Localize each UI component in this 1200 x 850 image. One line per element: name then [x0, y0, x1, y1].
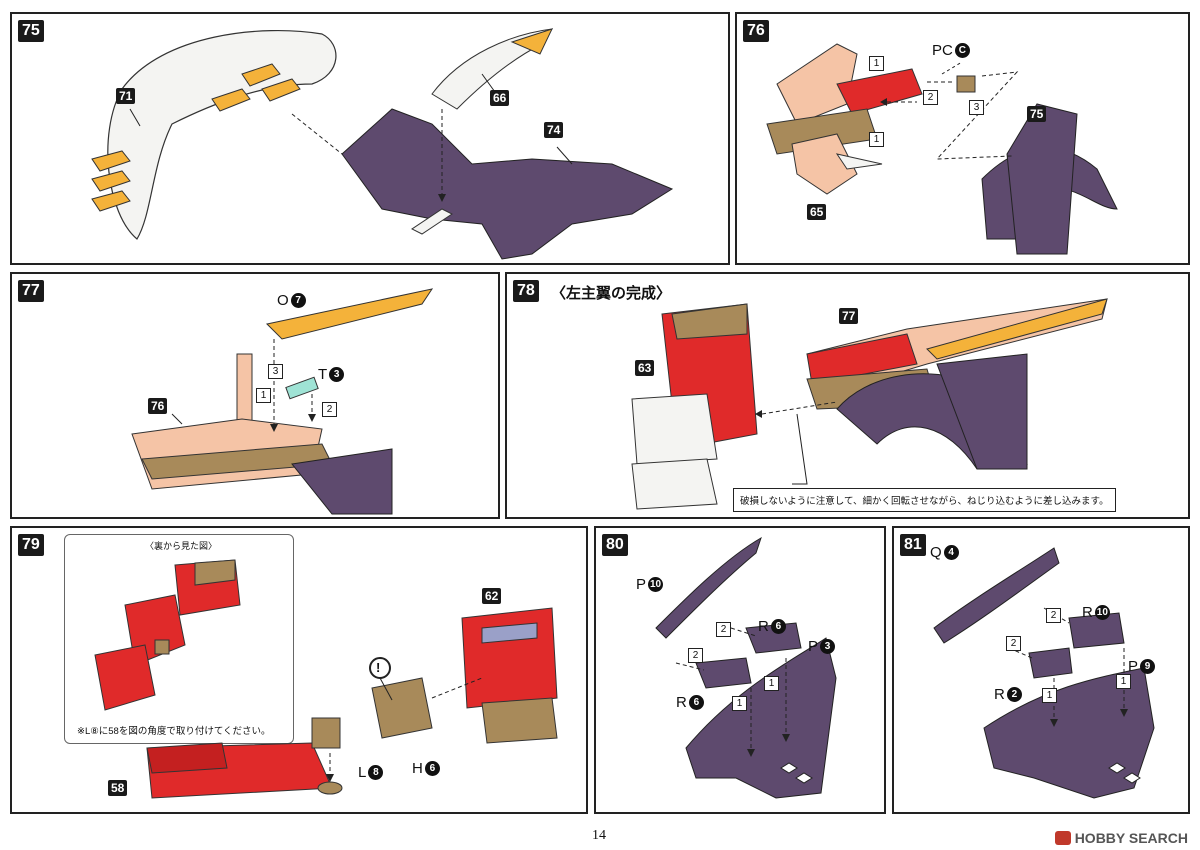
part-label-pc-c: PC C [932, 42, 970, 59]
step-75-illustration [91, 28, 674, 260]
part-number-58: 58 [108, 780, 128, 796]
sequence-box-1a: 1 [1042, 688, 1057, 703]
step-75-panel: 75 71 66 74 [10, 12, 730, 265]
part-label-p-10: P 10 [636, 576, 664, 593]
page-number: 14 [592, 828, 606, 843]
step-76-illustration [766, 43, 1118, 255]
sequence-box-1b: 1 [869, 132, 884, 147]
rear-view-illustration [94, 559, 241, 711]
part-number-63: 63 [635, 360, 655, 376]
step-number: 79 [18, 534, 44, 556]
sequence-box-1: 1 [869, 56, 884, 71]
sequence-box-3: 3 [268, 364, 283, 379]
step-number: 80 [602, 534, 628, 556]
caution-mark: ! [376, 660, 381, 675]
sequence-box-2a: 2 [1046, 608, 1061, 623]
part-number-66: 66 [490, 90, 510, 106]
part-label-r-6-upper: R 6 [758, 618, 786, 635]
part-number-75: 75 [1027, 106, 1047, 122]
step-77-illustration [131, 288, 434, 515]
sequence-box-3: 3 [969, 100, 984, 115]
hobby-search-logo-icon [1054, 831, 1071, 845]
sequence-box-2: 2 [923, 90, 938, 105]
sequence-box-2a: 2 [716, 622, 731, 637]
step-number: 76 [743, 20, 769, 42]
part-label-t-3: T 3 [318, 366, 345, 383]
part-label-q-4: Q 4 [930, 544, 959, 561]
sequence-box-2b: 2 [1006, 636, 1021, 651]
inset-note: ※L⑧に58を図の角度で取り付けてください。 [77, 726, 271, 737]
sequence-box-1: 1 [256, 388, 271, 403]
step-title: 〈左主翼の完成〉 [551, 285, 672, 302]
sequence-box-1b: 1 [1116, 674, 1131, 689]
part-label-h-6: H 6 [412, 760, 440, 777]
step-76-panel: 76 1 2 3 1 PC C 75 65 [735, 12, 1190, 265]
step-79-panel: 79 〈裏から見た図〉 ※L⑧に58を図の角度で取り付けてください。 ! L 8… [10, 526, 588, 814]
sequence-box-1b: 1 [764, 676, 779, 691]
part-number-71: 71 [116, 88, 136, 104]
step-81-illustration [933, 547, 1155, 799]
step-80-panel: 80 P 10 R 6 P 3 R 6 2 2 1 1 [594, 526, 886, 814]
part-number-62: 62 [482, 588, 502, 604]
sequence-box-1a: 1 [732, 696, 747, 711]
step-80-illustration [655, 536, 837, 799]
part-label-r-6-lower: R 6 [676, 694, 704, 711]
part-label-o-7: O 7 [277, 292, 306, 309]
step-number: 75 [18, 20, 44, 42]
step-77-panel: 77 O 7 T 3 3 1 2 76 [10, 272, 500, 519]
step-79-illustration [146, 607, 558, 799]
step-78-illustration [631, 298, 1108, 510]
rear-view-inset: 〈裏から見た図〉 ※L⑧に58を図の角度で取り付けてください。 [64, 534, 294, 744]
part-label-l-8: L 8 [358, 764, 384, 781]
part-number-74: 74 [544, 122, 564, 138]
step-81-panel: 81 Q 4 R 10 P 9 R 2 2 2 1 1 [892, 526, 1190, 814]
step-number: 81 [900, 534, 926, 556]
part-label-r-2: R 2 [994, 686, 1022, 703]
part-number-76: 76 [148, 398, 168, 414]
part-label-p-3: P 3 [808, 638, 836, 655]
part-label-p-9: P 9 [1128, 658, 1156, 675]
step-number: 78 [513, 280, 539, 302]
step-78-panel: 78 〈左主翼の完成〉 63 77 破損しないように注意して、細かく回転させなが… [505, 272, 1190, 519]
watermark: HOBBY SEARCH [1054, 830, 1188, 846]
watermark-text: HOBBY SEARCH [1074, 830, 1188, 846]
sequence-box-2: 2 [322, 402, 337, 417]
inset-title: 〈裏から見た図〉 [145, 541, 218, 551]
part-label-r-10: R 10 [1082, 604, 1110, 621]
part-number-77: 77 [839, 308, 859, 324]
assembly-note: 破損しないように注意して、細かく回転させながら、ねじり込むように差し込みます。 [733, 488, 1116, 512]
sequence-box-2b: 2 [688, 648, 703, 663]
part-number-65: 65 [807, 204, 827, 220]
step-number: 77 [18, 280, 44, 302]
